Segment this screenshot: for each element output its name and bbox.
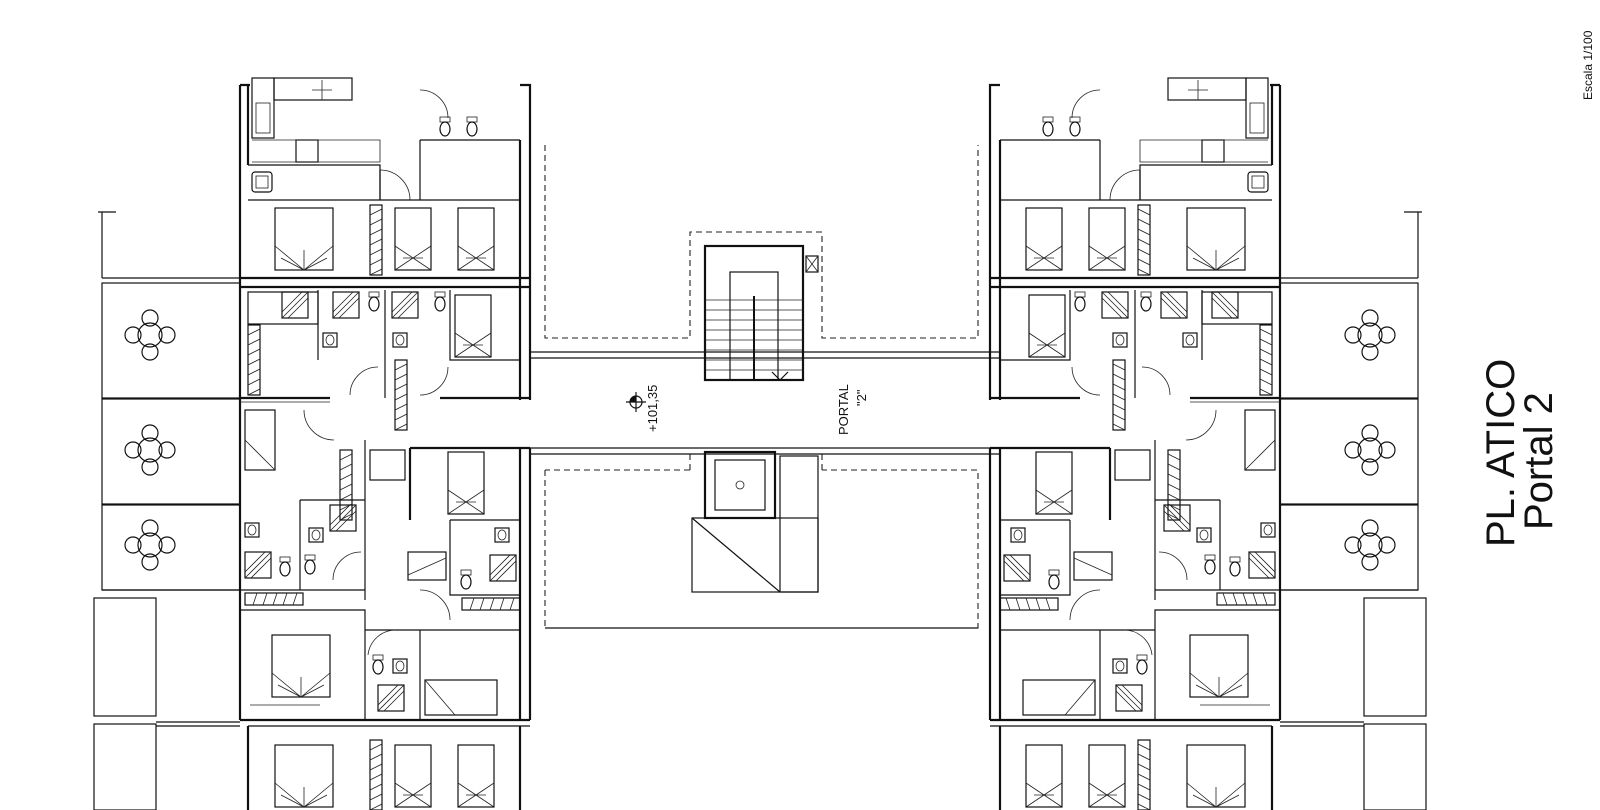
portal-label: PORTAL <box>836 384 851 435</box>
central-core <box>530 145 1000 629</box>
right-apartment-wing <box>990 78 1426 810</box>
level-marker-icon <box>626 392 646 412</box>
left-apartment-wing <box>94 78 530 810</box>
plan-title-line2: Portal 2 <box>1517 392 1561 530</box>
plan-title-line1: PL. ATICO <box>1479 359 1523 547</box>
level-mark-label: +101,35 <box>645 385 660 432</box>
portal-number: "2" <box>854 389 869 406</box>
scale-label: Escala 1/100 <box>1581 30 1595 100</box>
